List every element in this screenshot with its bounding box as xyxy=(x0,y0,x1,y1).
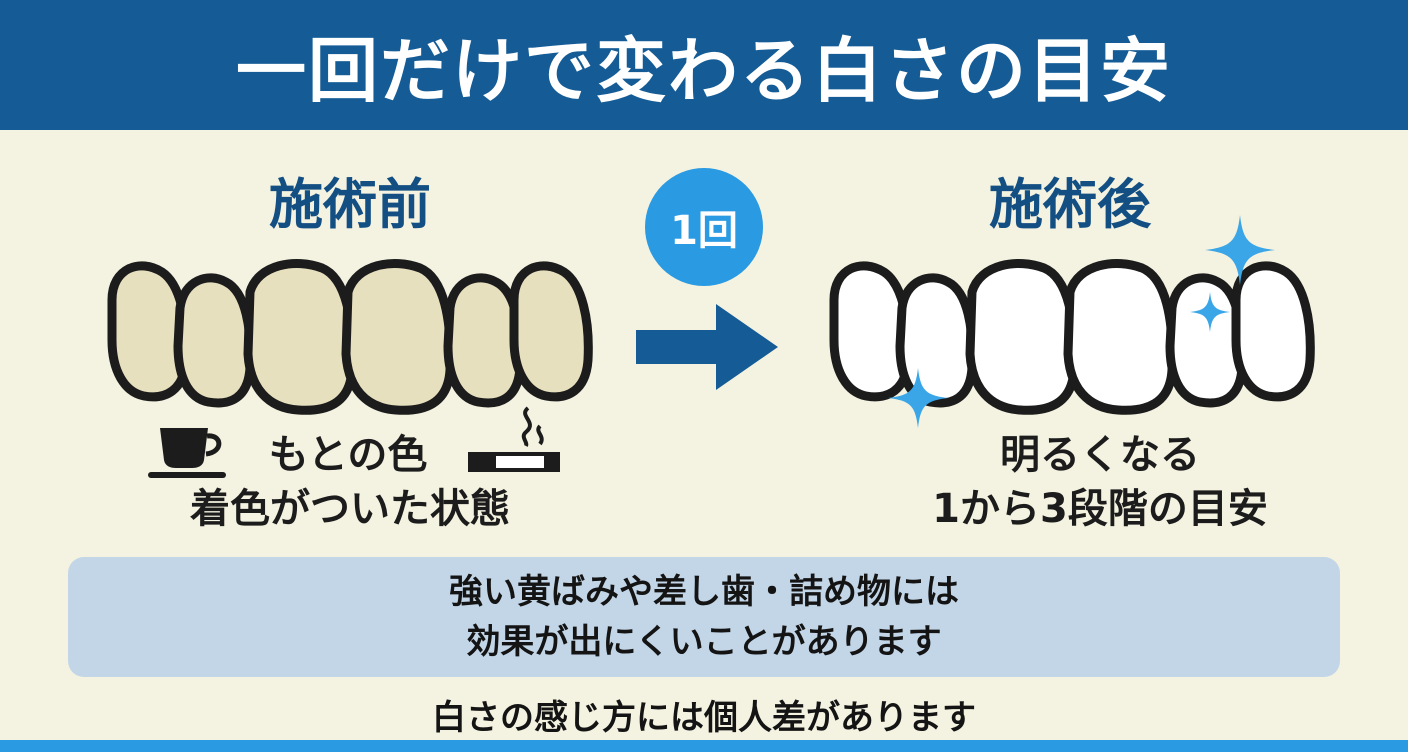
after-caption-line2: 1から3段階の目安 xyxy=(932,486,1268,532)
before-caption-line1: もとの色 xyxy=(268,432,428,478)
tooth xyxy=(173,273,255,408)
sparkle-icon xyxy=(1205,215,1275,285)
coffee-cup-icon xyxy=(148,428,226,478)
tooth xyxy=(509,261,593,402)
sparkle-icon xyxy=(1190,292,1230,332)
note-line2: 効果が出にくいことがあります xyxy=(466,622,942,662)
tooth xyxy=(1063,258,1177,415)
after-title: 施術後 xyxy=(989,173,1151,236)
after-teeth-illustration xyxy=(829,258,1315,415)
tooth xyxy=(1231,261,1315,402)
before-title: 施術前 xyxy=(269,173,431,236)
warning-note: 強い黄ばみや差し歯・詰め物には 効果が出にくいことがあります xyxy=(68,557,1340,677)
after-caption-line1: 明るくなる xyxy=(1000,432,1200,478)
tooth xyxy=(341,258,455,415)
note-line1: 強い黄ばみや差し歯・詰め物には xyxy=(449,572,959,612)
before-teeth-illustration xyxy=(107,258,593,415)
cigarette-icon xyxy=(468,406,560,472)
sparkle-icon xyxy=(888,368,948,428)
header-banner: 一回だけで変わる白さの目安 xyxy=(0,0,1408,130)
before-caption-line2: 着色がついた状態 xyxy=(190,486,510,532)
count-badge: 1回 xyxy=(645,168,763,286)
bottom-accent-bar xyxy=(0,740,1408,752)
disclaimer-footer: 白さの感じ方には個人差があります xyxy=(432,698,976,738)
tooth xyxy=(243,258,357,415)
page-title: 一回だけで変わる白さの目安 xyxy=(236,29,1172,112)
tooth xyxy=(965,258,1079,415)
arrow-right-icon xyxy=(636,304,778,390)
